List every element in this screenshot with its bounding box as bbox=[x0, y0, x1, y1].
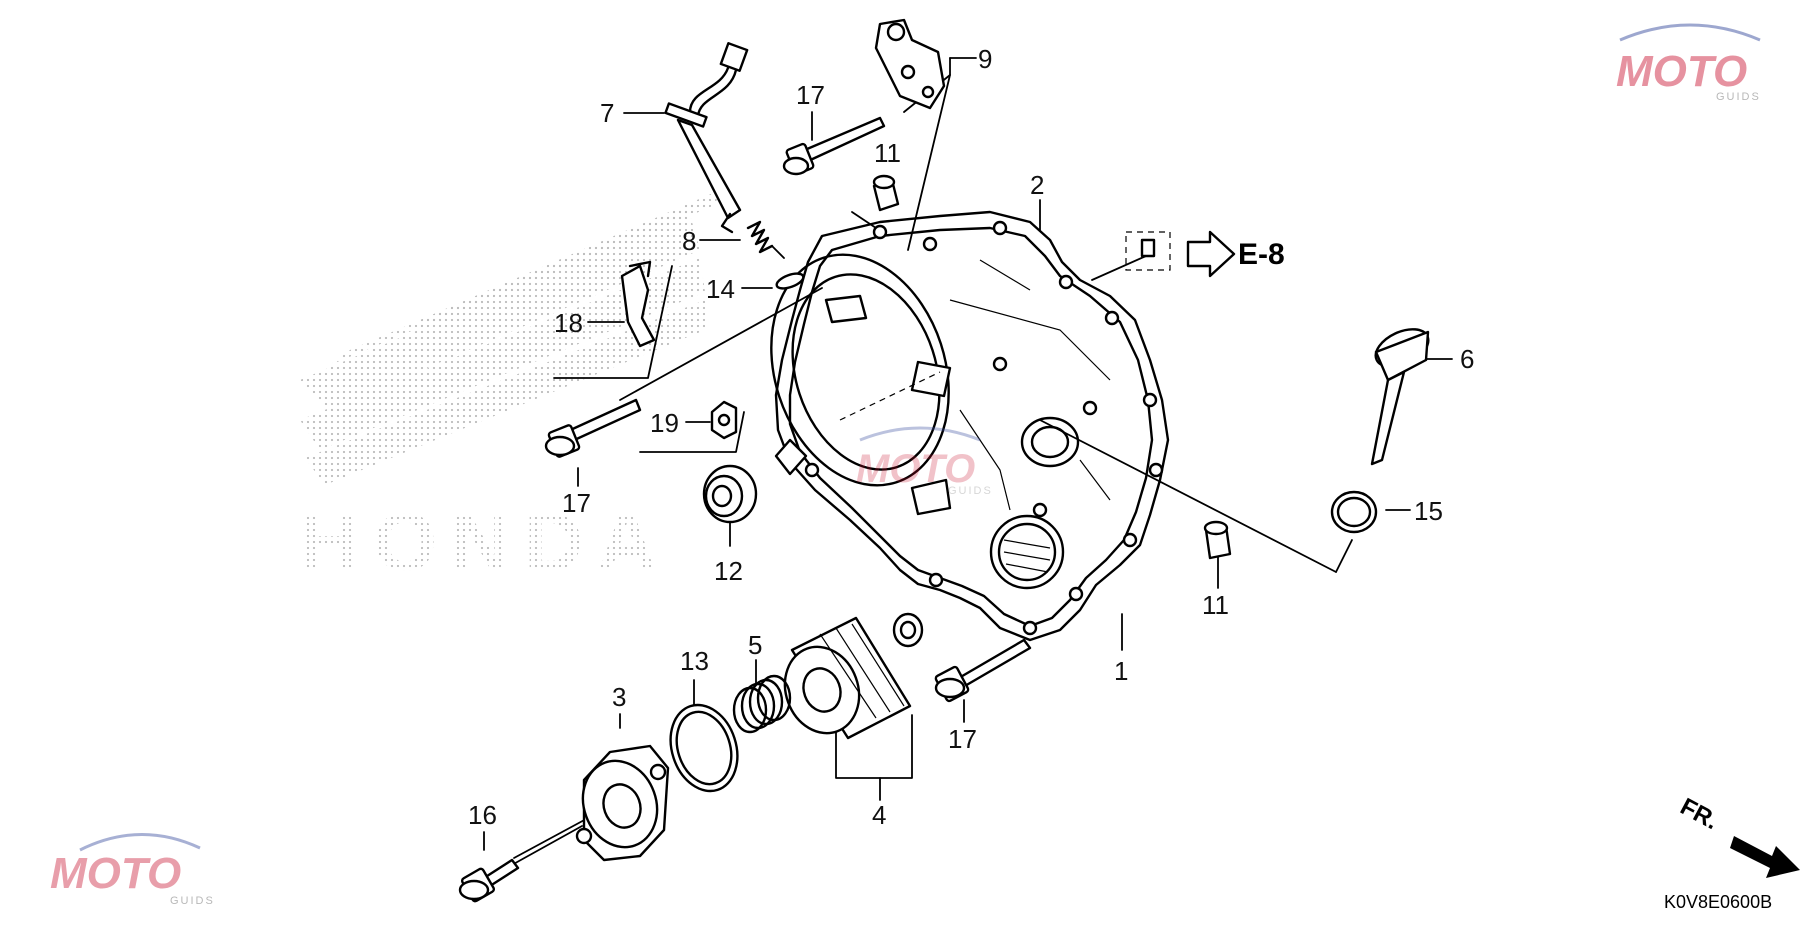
part-16-bolt bbox=[458, 858, 520, 903]
diagram-code: K0V8E0600B bbox=[1664, 892, 1772, 912]
moto-guids-watermark-bottom-left: MOTO GUIDS bbox=[50, 833, 215, 907]
callout-12: 12 bbox=[714, 556, 743, 586]
callout-17-left: 17 bbox=[562, 488, 591, 518]
watermark-sub-text-center: GUIDS bbox=[948, 485, 993, 497]
callout-16: 16 bbox=[468, 800, 497, 830]
part-19-clamp bbox=[710, 400, 738, 440]
callout-4: 4 bbox=[872, 800, 886, 830]
part-8-spring bbox=[746, 220, 785, 259]
part-6-oil-filler-cap bbox=[1370, 328, 1430, 466]
callout-3: 3 bbox=[612, 682, 626, 712]
part-12-bearing bbox=[702, 464, 758, 524]
callout-17-right: 17 bbox=[948, 724, 977, 754]
watermark-sub-text: GUIDS bbox=[1716, 91, 1761, 103]
front-direction-indicator: FR. bbox=[1676, 793, 1800, 878]
callout-1: 1 bbox=[1114, 656, 1128, 686]
watermark-sub-text-bottom: GUIDS bbox=[170, 895, 215, 907]
callout-11-top: 11 bbox=[874, 138, 901, 168]
part-17-bolt-right bbox=[934, 638, 1032, 703]
callout-17-top: 17 bbox=[796, 80, 825, 110]
part-11-dowel-top bbox=[872, 174, 900, 212]
callout-14: 14 bbox=[706, 274, 735, 304]
callout-7: 7 bbox=[600, 98, 614, 128]
part-18-clip bbox=[620, 260, 656, 348]
watermark-brand-text-bottom: MOTO bbox=[50, 849, 181, 898]
honda-logo-text: HONDA bbox=[300, 497, 671, 588]
moto-guids-watermark-center: MOTO GUIDS bbox=[856, 426, 993, 497]
part-4-oil-filter bbox=[783, 612, 924, 740]
part-callouts: 1 2 3 4 5 6 7 8 9 11 11 12 13 14 15 16 1… bbox=[468, 44, 1474, 830]
callout-19: 19 bbox=[650, 408, 679, 438]
moto-guids-watermark-top-right: MOTO GUIDS bbox=[1616, 23, 1761, 103]
direction-label: FR. bbox=[1676, 793, 1723, 835]
right-crankcase-cover bbox=[770, 210, 1170, 642]
part-11-dowel-right bbox=[1203, 520, 1232, 560]
part-13-o-ring bbox=[669, 703, 739, 793]
e8-reference: E-8 bbox=[1125, 230, 1285, 278]
watermark-brand-text: MOTO bbox=[1616, 47, 1747, 96]
part-17-bolt-top bbox=[782, 116, 886, 176]
reference-arrow-icon bbox=[1186, 230, 1236, 278]
honda-wing-background-logo: HONDA bbox=[300, 190, 720, 588]
part-9-bracket bbox=[874, 18, 946, 110]
callout-6: 6 bbox=[1460, 344, 1474, 374]
part-3-filter-cover bbox=[575, 744, 670, 862]
part-17-bolt-left bbox=[544, 398, 642, 458]
callout-9: 9 bbox=[978, 44, 992, 74]
reference-label: E-8 bbox=[1238, 238, 1285, 271]
part-14-washer bbox=[775, 272, 805, 290]
callout-5: 5 bbox=[748, 630, 762, 660]
callout-13: 13 bbox=[680, 646, 709, 676]
callout-11-right: 11 bbox=[1202, 590, 1229, 620]
callout-8: 8 bbox=[682, 226, 696, 256]
watermark-brand-text-center: MOTO bbox=[856, 447, 975, 491]
callout-18: 18 bbox=[554, 308, 583, 338]
part-7-switch bbox=[664, 42, 749, 234]
callout-2: 2 bbox=[1030, 170, 1044, 200]
front-arrow-icon bbox=[1730, 836, 1800, 878]
part-5-spring bbox=[732, 674, 792, 734]
callout-15: 15 bbox=[1414, 496, 1443, 526]
